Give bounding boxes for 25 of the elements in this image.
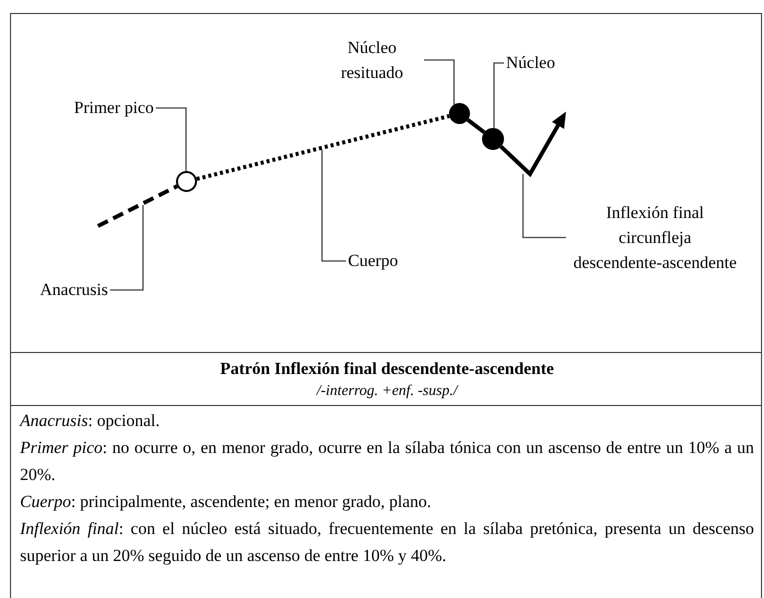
leader-line (522, 174, 566, 238)
contour-line (196, 114, 450, 181)
description-text: Inflexión final: con el núcleo está situado, frecuentemente en la sílaba pretónica, presenta un descenso superior a un 20% seguido de un ascenso de entre 10% y 40%. (20, 518, 754, 567)
callout-label: Cuerpo (348, 248, 398, 273)
callout-label: Núcleo (506, 50, 556, 75)
open-circle-marker (176, 171, 197, 192)
table-subheading: /-interrog. +enf. -susp./ (315, 382, 460, 401)
description-text: Cuerpo: principalmente, ascendente; en menor grado, plano. (20, 491, 432, 513)
callout-label: Núcleo resituado (322, 35, 422, 85)
contour-line (500, 112, 566, 178)
description-text: Anacrusis: opcional. (20, 410, 161, 432)
callout-label: Inflexión final circunfleja descendente-ascendente (568, 200, 742, 275)
contour-line (466, 118, 486, 134)
leader-line (424, 59, 455, 105)
leader-line (493, 62, 504, 128)
leader-line (321, 150, 346, 262)
filled-circle-marker (482, 128, 504, 150)
callout-label: Primer pico (74, 95, 154, 120)
leader-line (156, 107, 187, 171)
table-heading: Patrón Inflexión final descendente-ascendente (219, 358, 555, 380)
contour-line (97, 184, 178, 228)
leader-line (110, 205, 144, 291)
dotted-circle-marker (449, 103, 470, 124)
callout-label: Anacrusis (40, 277, 108, 302)
description-text: Primer pico: no ocurre o, en menor grado, ocurre en la sílaba tónica con un ascenso de entre un 10% a un 20%. (20, 437, 754, 486)
